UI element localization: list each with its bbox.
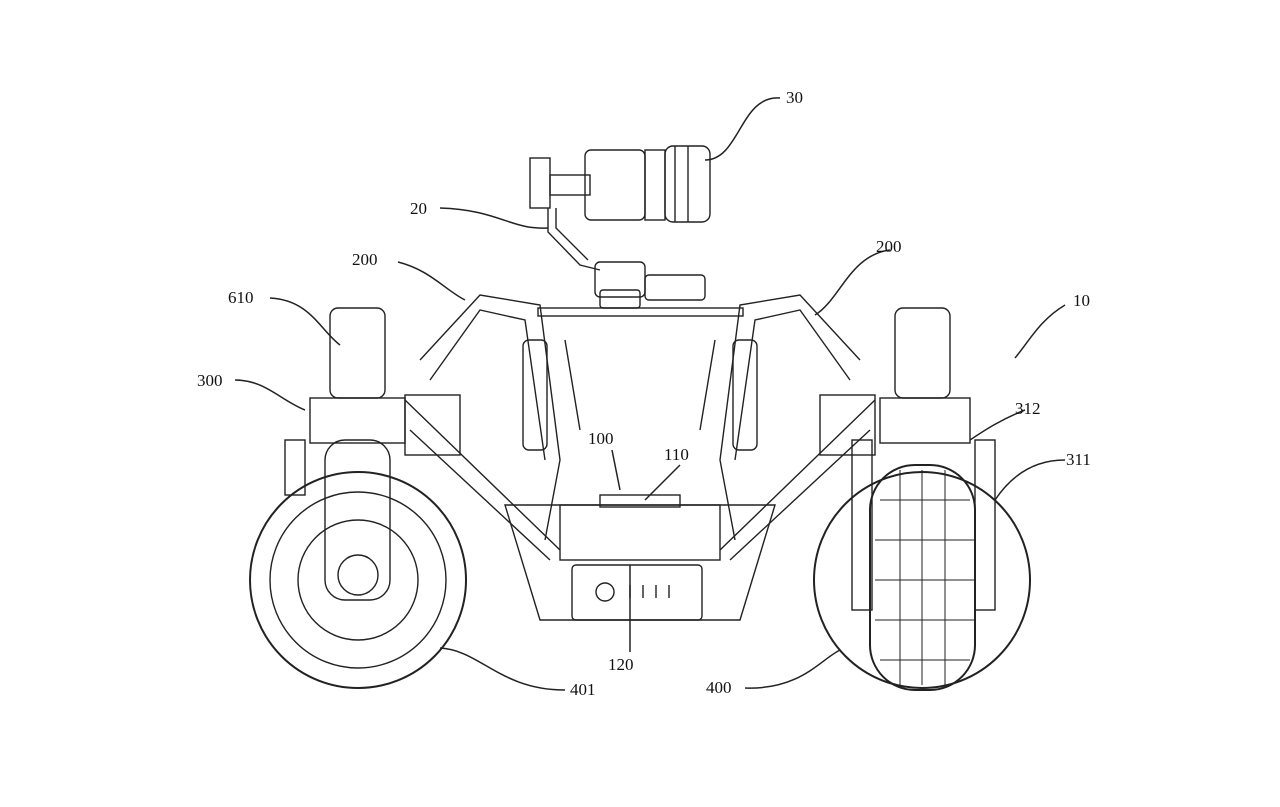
left-wheel [249,307,467,689]
label-312: 312 [1015,399,1041,418]
label-610: 610 [228,288,254,307]
links [564,339,716,431]
label-120: 120 [608,655,634,674]
label-30: 30 [786,88,803,107]
label-400: 400 [706,678,732,697]
leader-lines [234,97,1066,691]
label-311: 311 [1066,450,1091,469]
arm-right [719,294,876,561]
label-110: 110 [664,445,689,464]
right-wheel [813,307,1031,691]
body [504,494,776,621]
label-401: 401 [570,680,596,699]
label-200-left: 200 [352,250,378,269]
arm-left [404,294,561,561]
label-300: 300 [197,371,223,390]
label-200-right: 200 [876,237,902,256]
label-100: 100 [588,429,614,448]
label-20: 20 [410,199,427,218]
gimbal [537,208,744,317]
camera [529,145,711,223]
label-10: 10 [1073,291,1090,310]
